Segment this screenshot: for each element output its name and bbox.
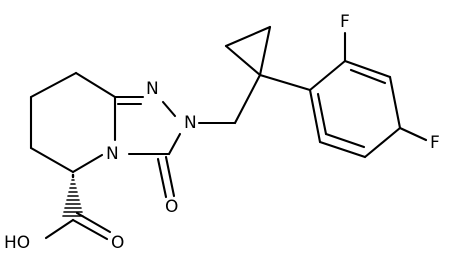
atom-fluorine-ortho: F <box>340 12 350 32</box>
stereo-hashed-wedge <box>62 173 84 217</box>
difluorophenyl-ring <box>258 59 402 159</box>
fluorine-bonds <box>343 31 428 142</box>
methylene-linker <box>197 73 262 125</box>
piperidine-ring <box>29 71 117 174</box>
atom-acid-carbonyl-o: O <box>111 233 124 253</box>
atom-fluorine-para: F <box>430 133 440 153</box>
triazolone-ring <box>113 95 182 156</box>
carboxylic-acid-bonds <box>44 211 112 241</box>
atom-n-ring: N <box>106 144 119 164</box>
atom-acid-hydroxyl: HO <box>4 233 30 253</box>
oxo-carbonyl <box>156 155 176 199</box>
atom-n-top: N <box>146 79 159 99</box>
atom-oxo-o: O <box>165 197 178 217</box>
atom-n-mid: N <box>184 113 197 133</box>
cyclopropane-ring <box>224 25 272 77</box>
